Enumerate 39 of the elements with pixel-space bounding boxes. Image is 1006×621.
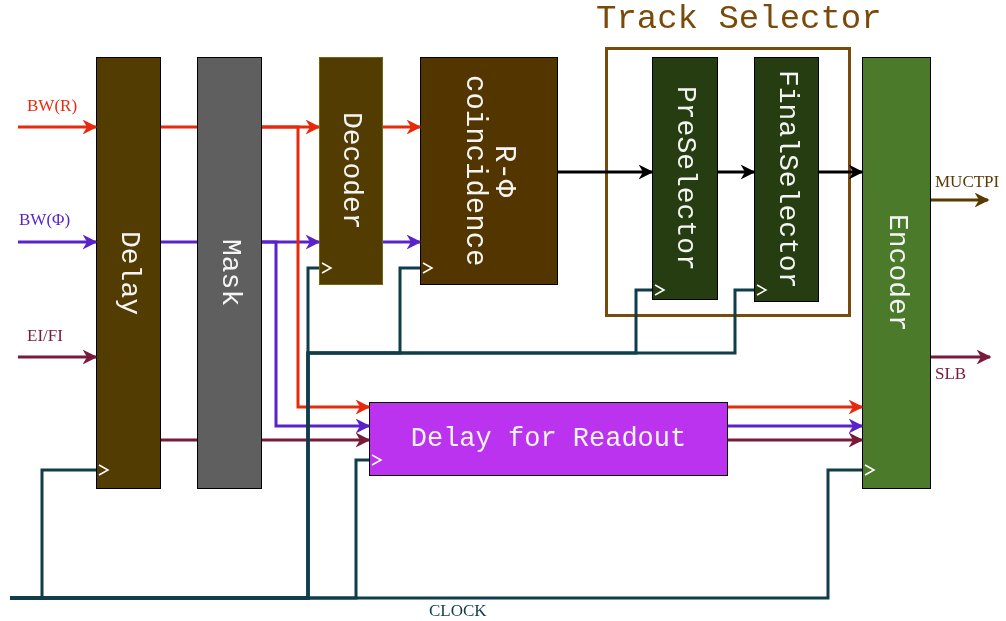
arrow bbox=[18, 234, 98, 250]
finalselector-block bbox=[754, 57, 819, 302]
block-label: PreSelector bbox=[671, 86, 699, 271]
block-label: Delay for Readout bbox=[410, 424, 687, 454]
arrow bbox=[18, 119, 98, 135]
preselector-block bbox=[652, 57, 718, 300]
signal-label: BW(Φ) bbox=[18, 210, 72, 230]
block-label: R-Φ coincidence bbox=[460, 74, 518, 269]
arrow bbox=[931, 349, 992, 365]
encoder-block bbox=[862, 57, 931, 489]
arrow bbox=[558, 164, 654, 180]
delay-block bbox=[96, 57, 161, 489]
frame-title: Track Selector bbox=[596, 2, 882, 36]
mask-block bbox=[197, 57, 262, 489]
connector-line bbox=[161, 240, 197, 244]
arrow bbox=[728, 418, 864, 434]
signal-label: BW(R) bbox=[26, 96, 79, 116]
arrow bbox=[262, 125, 371, 415]
decoder-block bbox=[319, 57, 383, 285]
block-label: FinalSelector bbox=[772, 70, 801, 289]
readout-delay-block bbox=[369, 402, 728, 476]
connector-line bbox=[161, 438, 197, 442]
block-label: Decoder bbox=[337, 112, 365, 230]
arrow bbox=[262, 432, 371, 448]
arrow bbox=[18, 349, 98, 365]
arrow bbox=[819, 164, 864, 180]
arrow bbox=[718, 164, 756, 180]
clock-line bbox=[10, 464, 875, 600]
arrow bbox=[728, 399, 864, 415]
block-label: Encoder bbox=[882, 214, 911, 332]
connector-line bbox=[161, 125, 197, 129]
arrow bbox=[262, 240, 371, 434]
arrow bbox=[931, 192, 990, 208]
coincidence-block bbox=[420, 57, 558, 285]
arrow bbox=[383, 119, 422, 135]
block-label: Mask bbox=[215, 239, 244, 307]
arrow bbox=[728, 432, 864, 448]
block-label: Delay bbox=[114, 231, 143, 315]
arrow bbox=[383, 234, 422, 250]
